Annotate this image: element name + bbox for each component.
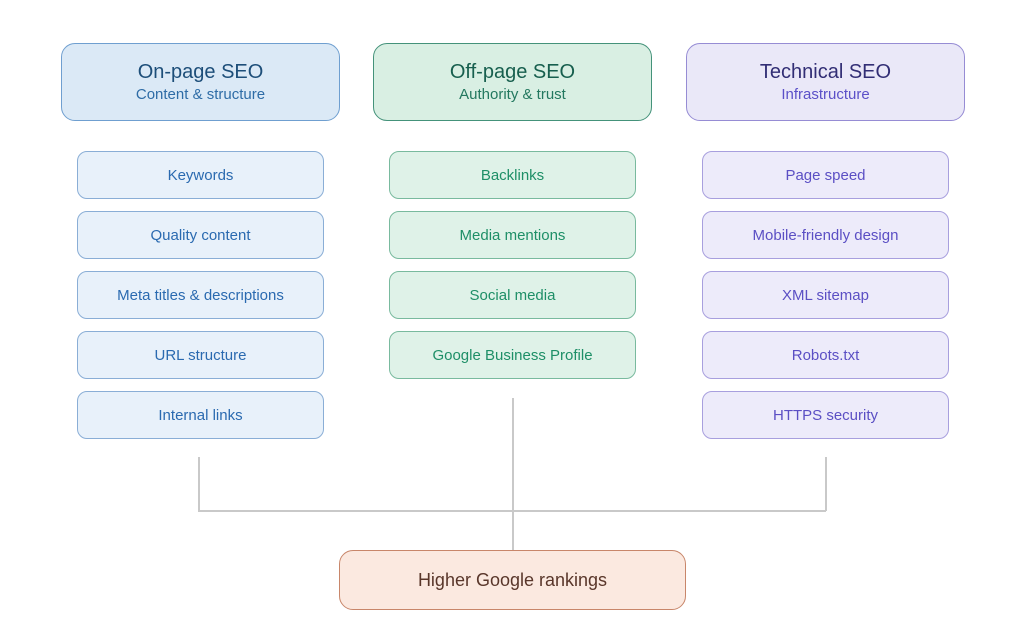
connector-center-vertical: [512, 398, 514, 550]
item-google-business-profile: Google Business Profile: [389, 331, 636, 379]
item-list-on-page: Keywords Quality content Meta titles & d…: [61, 151, 340, 439]
column-on-page-seo: On-page SEO Content & structure Keywords…: [61, 43, 340, 439]
item-backlinks: Backlinks: [389, 151, 636, 199]
item-quality-content: Quality content: [77, 211, 324, 259]
item-internal-links: Internal links: [77, 391, 324, 439]
connector-left-vertical: [198, 457, 200, 511]
item-list-technical: Page speed Mobile-friendly design XML si…: [686, 151, 965, 439]
item-xml-sitemap: XML sitemap: [702, 271, 949, 319]
item-page-speed: Page speed: [702, 151, 949, 199]
category-header-technical: Technical SEO Infrastructure: [686, 43, 965, 121]
result-node-higher-google-rankings: Higher Google rankings: [339, 550, 686, 610]
item-meta-titles-descriptions: Meta titles & descriptions: [77, 271, 324, 319]
category-title: On-page SEO: [137, 61, 264, 83]
category-title: Off-page SEO: [449, 61, 576, 83]
category-subtitle: Content & structure: [135, 86, 266, 103]
item-keywords: Keywords: [77, 151, 324, 199]
item-url-structure: URL structure: [77, 331, 324, 379]
category-subtitle: Infrastructure: [781, 86, 870, 103]
category-title: Technical SEO: [759, 61, 892, 83]
connector-right-vertical: [825, 457, 827, 511]
item-social-media: Social media: [389, 271, 636, 319]
item-https-security: HTTPS security: [702, 391, 949, 439]
category-header-on-page: On-page SEO Content & structure: [61, 43, 340, 121]
column-technical-seo: Technical SEO Infrastructure Page speed …: [686, 43, 965, 439]
category-header-off-page: Off-page SEO Authority & trust: [373, 43, 652, 121]
column-off-page-seo: Off-page SEO Authority & trust Backlinks…: [373, 43, 652, 379]
item-media-mentions: Media mentions: [389, 211, 636, 259]
item-list-off-page: Backlinks Media mentions Social media Go…: [373, 151, 652, 379]
item-robots-txt: Robots.txt: [702, 331, 949, 379]
category-subtitle: Authority & trust: [459, 86, 566, 103]
item-mobile-friendly-design: Mobile-friendly design: [702, 211, 949, 259]
